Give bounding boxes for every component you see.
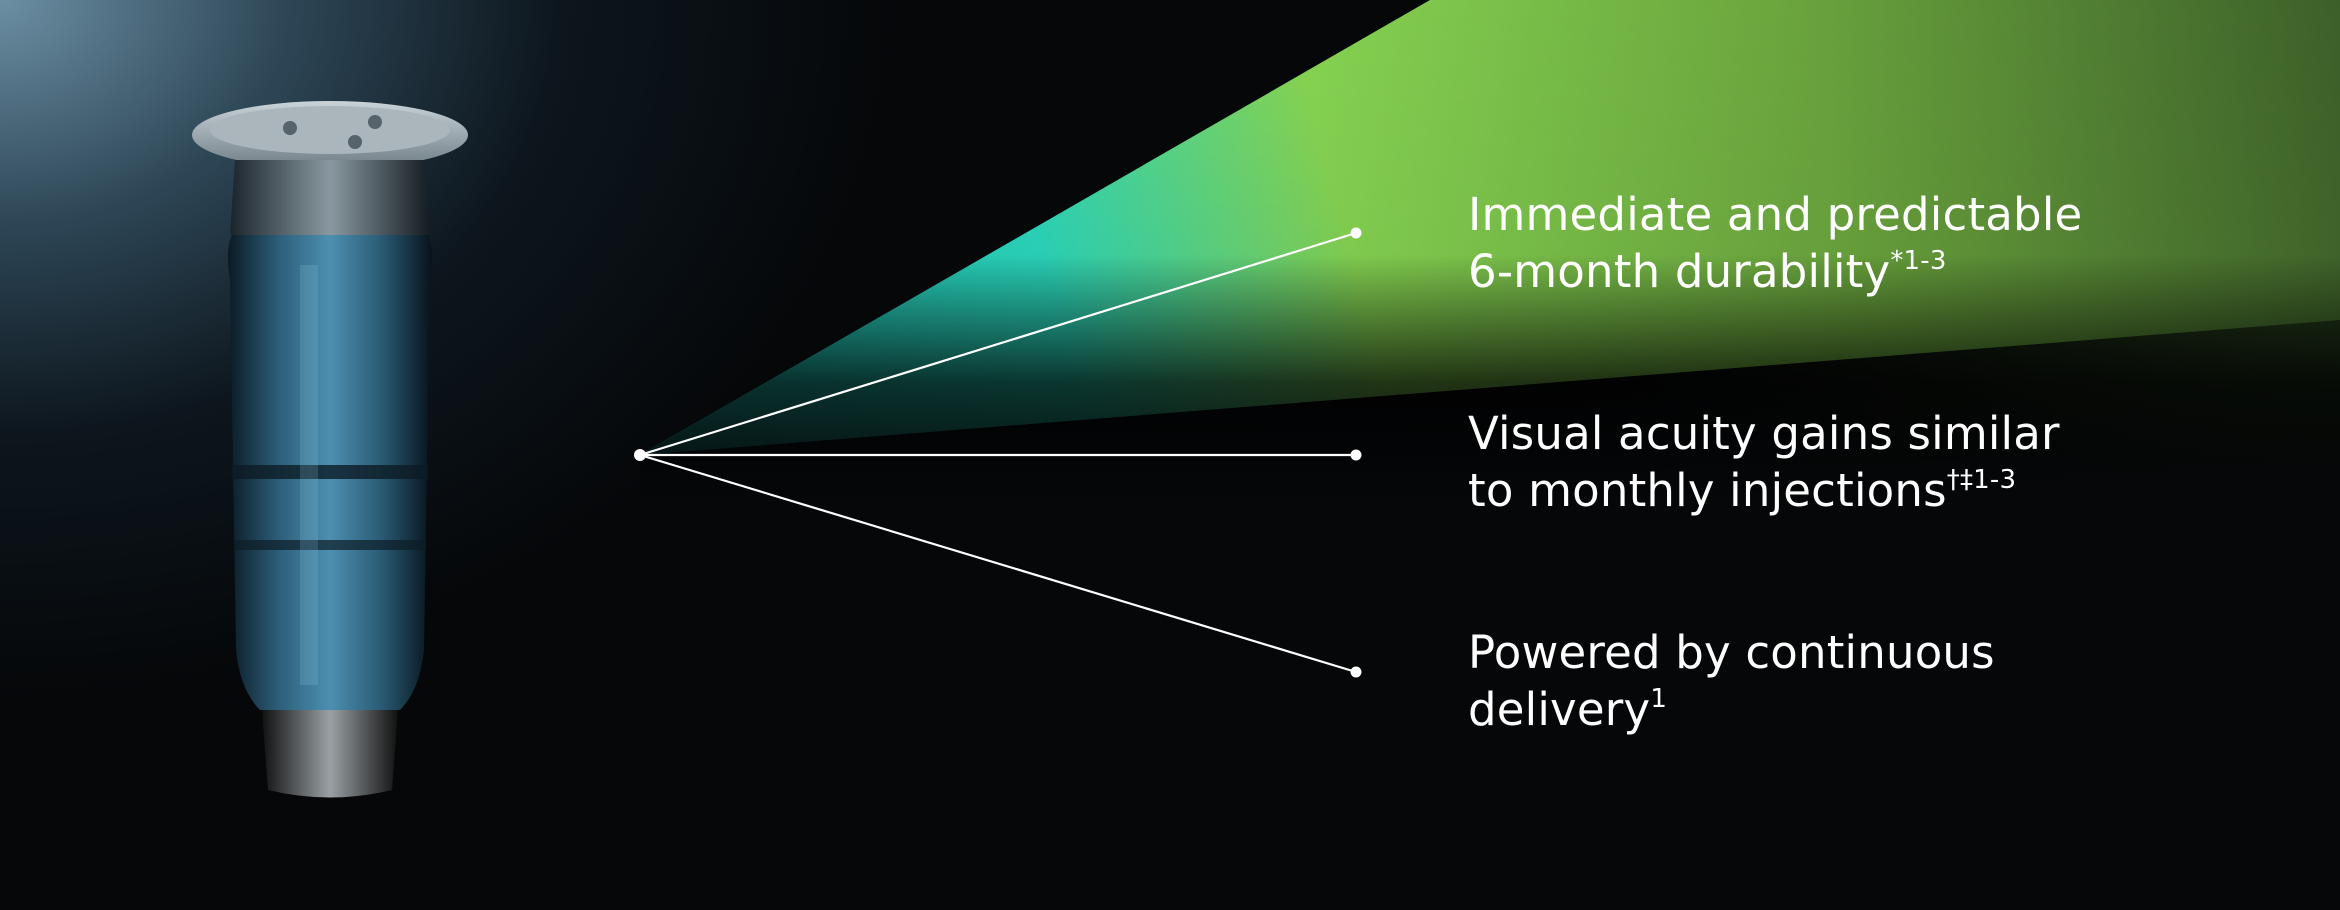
benefit-line-2: 6-month durability*1-3 (1468, 245, 1947, 298)
endpoint-dot-1 (1350, 227, 1362, 239)
connector-line-3 (639, 453, 1357, 674)
benefit-item: Immediate and predictable 6-month durabi… (1468, 186, 2228, 300)
benefit-line-2: to monthly injections†‡1-3 (1468, 464, 2017, 517)
benefit-line-1: Visual acuity gains similar (1468, 407, 2060, 460)
benefit-item: Powered by continuous delivery1 (1468, 624, 2228, 738)
footnote-ref: *1-3 (1890, 246, 1947, 276)
benefit-line-2: delivery1 (1468, 683, 1668, 736)
benefit-line-1: Powered by continuous (1468, 626, 1995, 679)
connector-lines (639, 231, 1357, 674)
implant-vial-icon (192, 101, 468, 798)
footnote-ref: 1 (1650, 684, 1668, 714)
endpoint-dot-3 (1350, 666, 1362, 678)
endpoint-dot-2 (1350, 449, 1362, 461)
benefit-line-1: Immediate and predictable (1468, 188, 2083, 241)
origin-dot (634, 449, 646, 461)
connector-line-1 (639, 231, 1357, 457)
benefit-item: Visual acuity gains similar to monthly i… (1468, 405, 2228, 519)
footnote-ref: †‡1-3 (1946, 465, 2017, 495)
